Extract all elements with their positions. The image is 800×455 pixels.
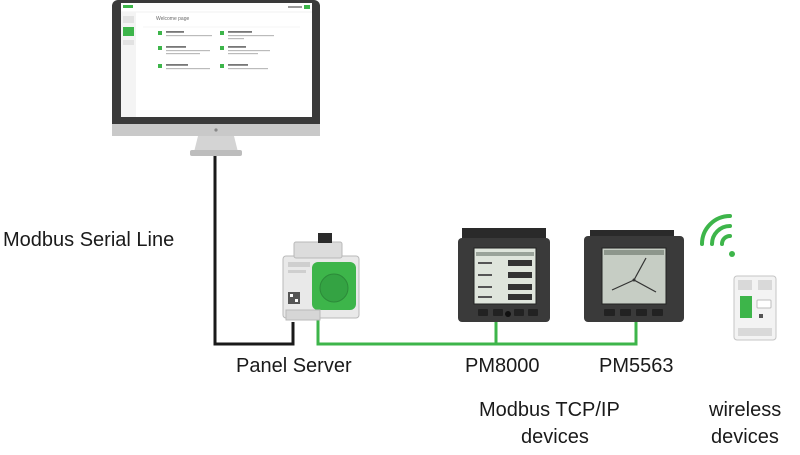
qr-code-icon [759, 314, 763, 318]
pm5563-display [601, 247, 667, 305]
label-pm8000: PM8000 [465, 355, 540, 377]
label-wireless-devices: devices [711, 426, 779, 448]
ethernet-cable-branch [496, 322, 638, 346]
meter-key [528, 309, 538, 316]
screen-header-user [288, 6, 302, 8]
breaker-toggle [756, 299, 772, 309]
screen-brand-icon [304, 5, 310, 9]
monitor-screen [121, 3, 312, 117]
screen-tile [158, 31, 212, 37]
meter-rear-connectors [590, 230, 674, 240]
panel-server-ring [319, 273, 349, 303]
phasor-arrow [611, 279, 635, 291]
meter-key [652, 309, 663, 316]
label-pm5563: PM5563 [599, 355, 674, 377]
breaker-body [733, 275, 777, 341]
phasor-arrow [633, 279, 657, 293]
screen-sidebar [121, 12, 136, 117]
panel-server-top [293, 241, 343, 259]
screen-ui [121, 3, 312, 117]
monitor [112, 0, 320, 156]
meter-key [636, 309, 647, 316]
pm8000-device [458, 228, 550, 322]
screen-tile [220, 46, 270, 55]
screen-tile [220, 64, 268, 70]
screen-sidebar-item [123, 16, 134, 23]
panel-server-ports [285, 309, 321, 321]
breaker-green-label [740, 296, 752, 318]
phasor-arrow [633, 257, 647, 281]
screen-page-title: Welcome page [156, 16, 190, 22]
label-wireless: wireless [709, 399, 782, 421]
label-panel-server: Panel Server [236, 355, 352, 377]
terminal-connector [318, 233, 332, 243]
ethernet-cable [316, 318, 498, 346]
label-modbus-tcp-ip: Modbus TCP/IP [479, 399, 620, 421]
pm5563-device [584, 230, 684, 322]
meter-navigation-dial [505, 311, 511, 317]
screen-header [121, 3, 312, 11]
qr-code-icon [288, 292, 300, 304]
meter-key [620, 309, 631, 316]
meter-key [478, 309, 488, 316]
monitor-stand-neck [194, 136, 238, 152]
panel-server-device [282, 233, 360, 321]
label-tcp-devices: devices [521, 426, 589, 448]
screen-tile [158, 64, 210, 70]
screen-tile [158, 46, 210, 55]
meter-key [604, 309, 615, 316]
modbus-serial-cable [213, 156, 295, 346]
power-led-icon [214, 128, 218, 132]
meter-key [493, 309, 503, 316]
label-modbus-serial-line: Modbus Serial Line [3, 229, 175, 251]
screen-sidebar-item [123, 40, 134, 45]
wireless-breaker-device [733, 275, 777, 341]
meter-key [514, 309, 524, 316]
screen-tile [220, 31, 274, 40]
wireless-icon [700, 214, 735, 257]
monitor-stand-base [190, 150, 242, 156]
screen-sidebar-item-active [123, 27, 134, 36]
screen-logo [123, 5, 133, 8]
